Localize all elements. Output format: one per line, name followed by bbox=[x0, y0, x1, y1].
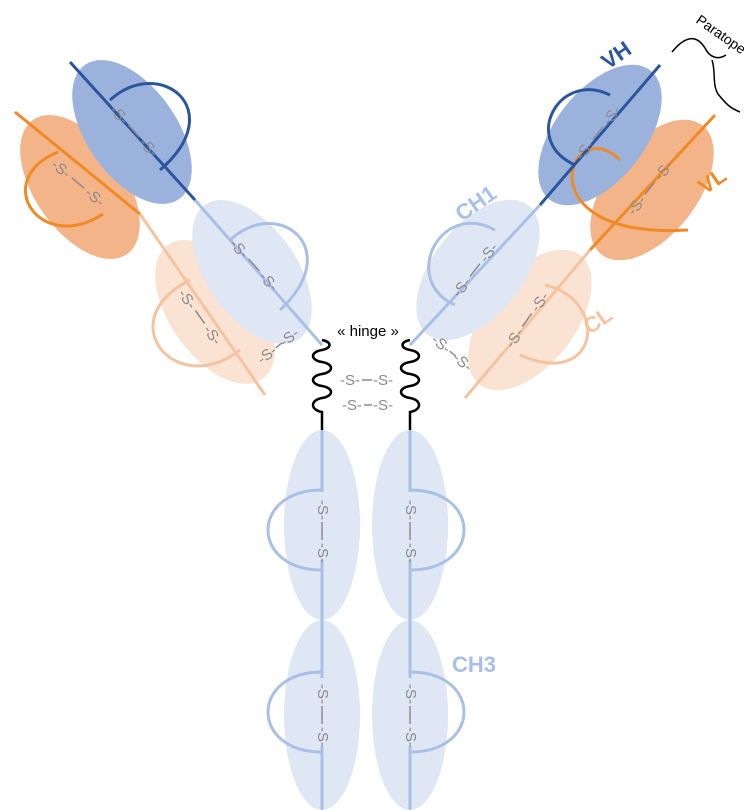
svg-text:-S-: -S- bbox=[373, 397, 393, 414]
hinge-coil-right bbox=[401, 340, 419, 430]
ch2-right-disulfide: -S- -S- bbox=[402, 492, 419, 563]
svg-text:-S-: -S- bbox=[314, 684, 331, 704]
hinge-disulfide-upper: -S- -S- bbox=[340, 372, 393, 389]
svg-text:-S-: -S- bbox=[402, 684, 419, 704]
svg-text:-S-: -S- bbox=[340, 372, 360, 389]
paratope-label: Paratope bbox=[693, 11, 749, 57]
hinge-coil-left bbox=[313, 340, 331, 430]
svg-text:-S-: -S- bbox=[402, 543, 419, 563]
ch3-right-disulfide: -S- -S- bbox=[402, 678, 419, 747]
hinge-label: « hinge » bbox=[337, 323, 399, 340]
svg-text:-S-: -S- bbox=[373, 372, 393, 389]
svg-text:-S-: -S- bbox=[402, 727, 419, 747]
ch3-label: CH3 bbox=[452, 652, 496, 677]
svg-text:-S-: -S- bbox=[342, 397, 362, 414]
fab-arm-right: -S- -S- -S- -S- -S- -S- -S- -S- -S- -S- bbox=[392, 43, 738, 413]
svg-text:-S-: -S- bbox=[314, 500, 331, 520]
fc-region: -S- -S- -S- -S- -S- -S- -S- -S- CH3 bbox=[268, 430, 496, 810]
svg-text:-S-: -S- bbox=[314, 727, 331, 747]
ch2-left-disulfide: -S- -S- bbox=[314, 492, 331, 563]
svg-text:-S-: -S- bbox=[314, 543, 331, 563]
fab-arm-left: -S- -S- -S- -S- -S- -S- -S- -S- -S- -S- bbox=[0, 39, 336, 405]
svg-text:-S-: -S- bbox=[402, 500, 419, 520]
hinge-disulfide-lower: -S- -S- bbox=[342, 397, 393, 414]
hinge-region: « hinge » -S- -S- -S- -S- bbox=[313, 323, 419, 430]
ch3-left-disulfide: -S- -S- bbox=[314, 678, 331, 747]
